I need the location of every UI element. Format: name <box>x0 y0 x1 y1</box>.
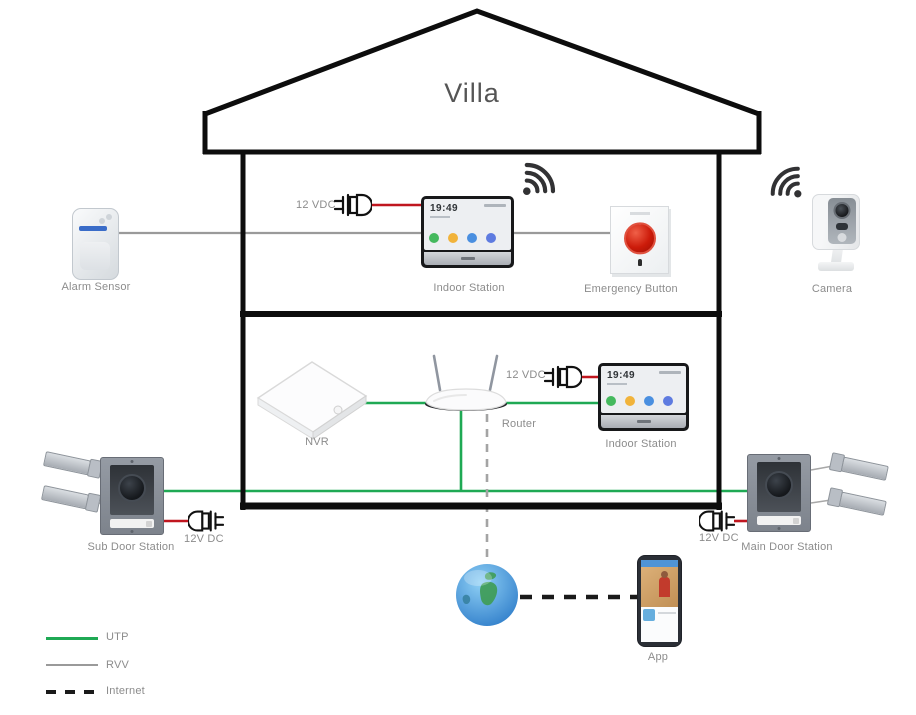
emergency-button-label: Emergency Button <box>584 283 678 295</box>
alarm-sensor-dot <box>99 218 105 224</box>
camera-front-panel <box>828 198 856 244</box>
house-outline <box>202 8 762 510</box>
brand-logo <box>636 420 651 423</box>
app-label: App <box>647 651 669 663</box>
camera-label: Camera <box>811 283 853 295</box>
power-plug-icon <box>334 193 372 217</box>
phone-statusbar <box>641 560 678 567</box>
indoor-station-bezel: 19:49 <box>598 363 689 431</box>
door-station-call-button <box>757 516 801 525</box>
internet-globe-icon <box>456 564 518 626</box>
nvr-device <box>256 361 368 440</box>
indoor-station-base <box>601 415 686 428</box>
power-label-sub-door: 12V DC <box>184 533 224 545</box>
wifi-icon <box>770 166 802 198</box>
power-plug-icon <box>699 510 735 532</box>
main-door-station-device <box>747 454 811 532</box>
alarm-sensor-label: Alarm Sensor <box>61 281 131 293</box>
legend-utp-label: UTP <box>106 631 129 643</box>
indoor-station-app-icons <box>606 396 673 406</box>
power-label-lower-indoor: 12 VDC <box>506 369 546 381</box>
indoor-station-clock: 19:49 <box>607 370 636 381</box>
indoor-station-date-bar <box>430 216 450 218</box>
app-text-line <box>658 612 676 614</box>
house-title: Villa <box>444 78 500 108</box>
main-door-station-label: Main Door Station <box>741 541 833 553</box>
camera-base <box>818 262 854 271</box>
door-station-call-button <box>110 519 154 528</box>
alarm-sensor-lens <box>80 242 110 270</box>
camera-ir-window <box>836 223 848 230</box>
screw <box>777 457 781 460</box>
app-tile <box>643 609 655 621</box>
emergency-button-device <box>610 206 669 274</box>
screw <box>130 530 134 533</box>
phone-live-view <box>641 567 678 607</box>
sub-door-station-label: Sub Door Station <box>87 541 175 553</box>
call-button <box>146 520 152 527</box>
indoor-station-upper: 19:49 <box>421 196 514 268</box>
emergency-button-red-cap <box>623 222 656 255</box>
indoor-station-base <box>424 252 511 265</box>
emergency-button-keyhole <box>637 259 642 266</box>
screw <box>130 460 134 463</box>
nvr-label: NVR <box>305 436 329 448</box>
camera-lens <box>833 202 851 219</box>
legend-rvv-line <box>46 664 98 666</box>
door-station-camera-module <box>110 465 154 515</box>
alarm-sensor-device <box>72 208 119 280</box>
phone-app-body <box>641 607 678 642</box>
indoor-station-lower-label: Indoor Station <box>605 438 677 450</box>
camera-pir-sensor <box>837 233 847 242</box>
power-plug-icon <box>188 510 224 532</box>
indoor-station-screen: 19:49 <box>601 366 686 413</box>
emergency-button-tag <box>629 212 650 215</box>
call-button <box>793 517 799 524</box>
power-label-upper-indoor: 12 VDC <box>296 199 336 211</box>
legend-rvv-label: RVV <box>106 659 130 671</box>
legend-internet-label: Internet <box>106 685 145 697</box>
sub-door-station-device <box>100 457 164 535</box>
indoor-station-date-bar <box>607 383 627 385</box>
person-in-view <box>659 571 670 597</box>
power-label-main-door: 12V DC <box>699 532 739 544</box>
legend-utp-line <box>46 637 98 640</box>
wifi-icon <box>523 162 556 195</box>
alarm-sensor-dot <box>106 214 112 220</box>
indoor-station-clock: 19:49 <box>430 203 459 214</box>
indoor-station-screen: 19:49 <box>424 199 511 250</box>
router-label: Router <box>501 418 537 430</box>
indoor-station-app-icons <box>429 233 496 243</box>
camera-device <box>806 194 870 274</box>
app-phone-device <box>637 555 682 647</box>
door-station-lens <box>765 471 793 499</box>
brand-logo <box>460 257 475 260</box>
indoor-station-upper-label: Indoor Station <box>433 282 505 294</box>
router-device <box>425 354 507 411</box>
door-station-lens <box>118 474 146 502</box>
door-station-camera-module <box>757 462 801 512</box>
screw <box>777 527 781 530</box>
alarm-sensor-led-stripe <box>79 226 107 231</box>
indoor-station-statusbar <box>659 371 681 374</box>
camera-body <box>812 194 860 250</box>
indoor-station-statusbar <box>484 204 506 207</box>
indoor-station-bezel: 19:49 <box>421 196 514 268</box>
legend-internet-line <box>46 690 98 694</box>
power-plug-icon <box>544 365 582 389</box>
indoor-station-lower: 19:49 <box>598 363 689 431</box>
